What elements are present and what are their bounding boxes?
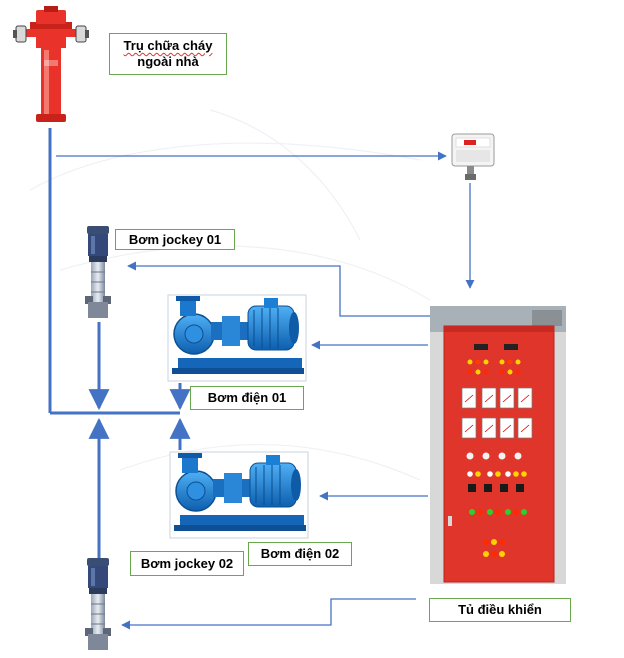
control-panel-icon xyxy=(430,306,566,584)
label-hydrant-line1: Trụ chữa cháy xyxy=(124,38,213,54)
fire-hydrant-icon xyxy=(13,6,89,122)
label-jockey-pump-01: Bơm jockey 01 xyxy=(115,229,235,250)
jockey-pump-icon xyxy=(85,226,111,318)
label-hydrant: Trụ chữa cháy ngoài nhà xyxy=(109,33,227,75)
pipe-lines xyxy=(50,128,180,560)
pressure-switch-icon xyxy=(452,134,494,180)
centrifugal-pump-icon xyxy=(168,295,306,381)
label-electric-pump-01: Bơm điện 01 xyxy=(190,386,304,410)
centrifugal-pump-icon xyxy=(170,452,308,538)
label-jockey-pump-02: Bơm jockey 02 xyxy=(130,551,244,576)
label-electric-pump-02: Bơm điện 02 xyxy=(248,542,352,566)
label-control-panel: Tủ điều khiển xyxy=(429,598,571,622)
jockey-pump-icon xyxy=(85,558,111,650)
label-hydrant-line2: ngoài nhà xyxy=(137,54,198,70)
